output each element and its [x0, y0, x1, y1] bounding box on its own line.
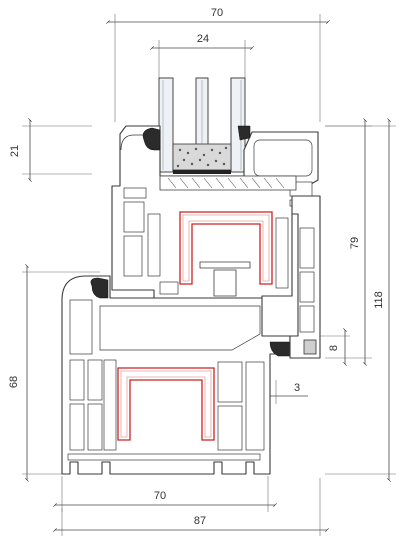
dimension-right-inner-label: 79 [349, 237, 361, 249]
dimension-right-inner: 79 [325, 118, 372, 366]
dimension-gasket-gap-label: 8 [328, 345, 340, 351]
dimension-right-outer: 118 [325, 118, 396, 482]
dimension-bottom-outer: 87 [53, 478, 329, 536]
dimension-bottom-inner: 70 [53, 476, 277, 512]
dimension-top-width-label: 70 [211, 7, 223, 19]
frame-outer-leg [289, 195, 321, 359]
dimension-bottom-inner-label: 70 [154, 490, 166, 502]
steel-reinforcement-sash [179, 211, 273, 285]
dimension-right-outer-label: 118 [373, 291, 385, 309]
dimension-glass-width-label: 24 [197, 33, 209, 45]
dimension-bottom-outer-label: 87 [194, 515, 206, 527]
steel-reinforcement-frame [117, 367, 215, 441]
dimension-glass-width: 24 [150, 33, 254, 80]
dimension-overlap-label: 3 [294, 382, 300, 394]
dimension-left-upper: 21 [9, 118, 92, 182]
dimension-left-upper-label: 21 [9, 145, 21, 157]
dimension-top-width: 70 [106, 7, 330, 122]
dimension-gasket-gap: 8 [320, 328, 350, 366]
dimension-left-lower-label: 68 [8, 376, 20, 388]
frame-profile [61, 275, 291, 475]
dimension-left-lower: 68 [8, 264, 100, 482]
sash-profile [111, 125, 319, 299]
glazing-unit [158, 77, 246, 174]
spacer-bar [172, 143, 232, 171]
sash-outer-gasket [142, 125, 251, 151]
